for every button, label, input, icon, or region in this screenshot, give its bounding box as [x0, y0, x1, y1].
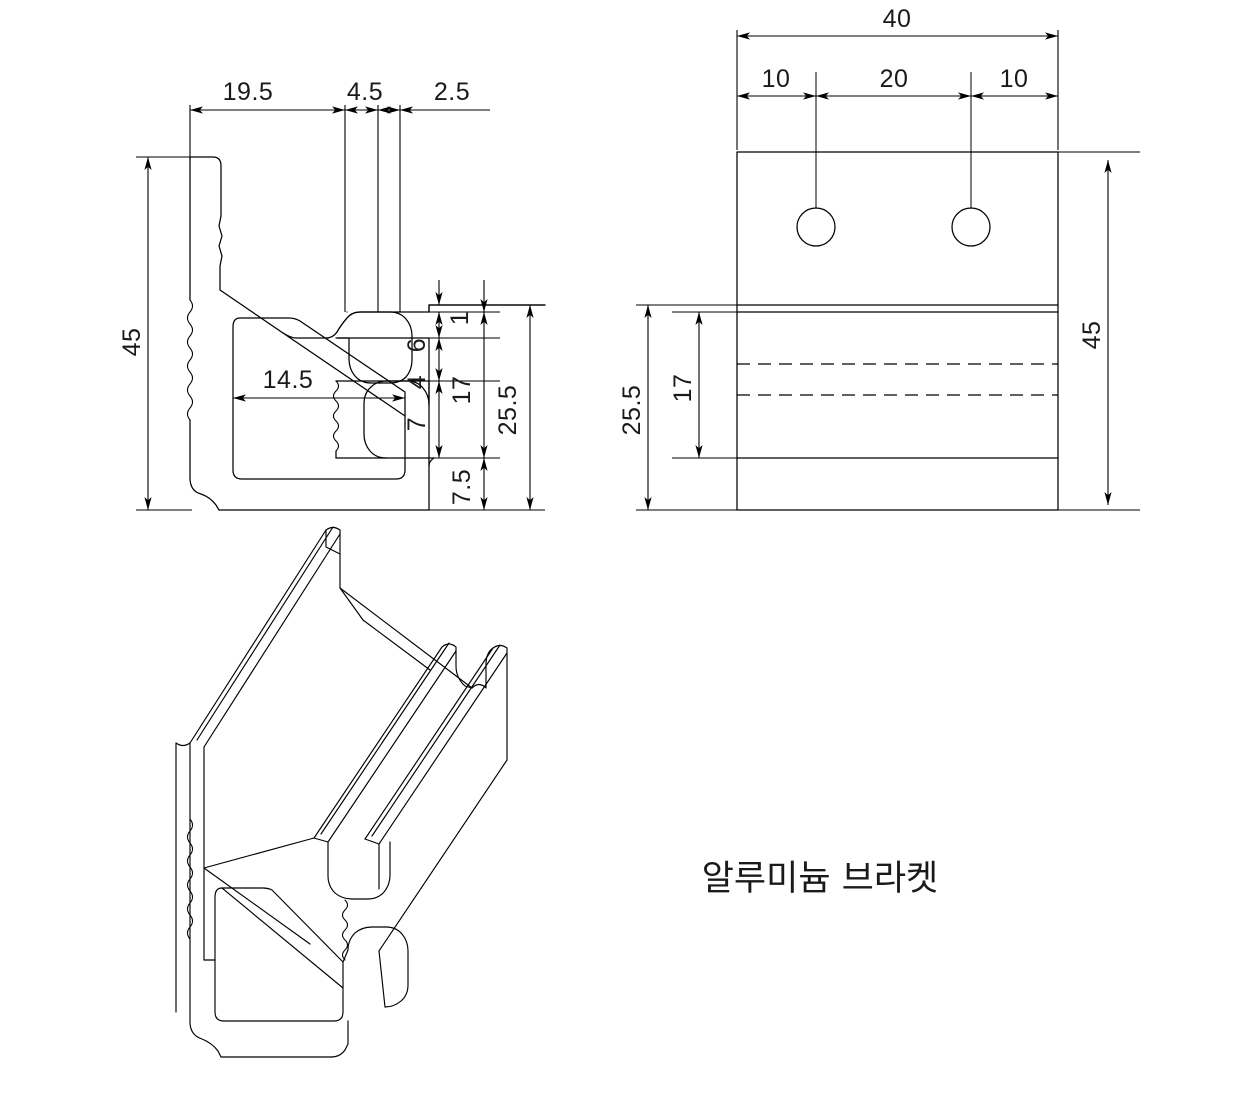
hole-left: [796, 207, 836, 247]
section-chamber-width-dimension: 14.5: [233, 366, 405, 402]
dim-45-right: 45: [1078, 321, 1106, 350]
section-profile-outline: [186, 156, 546, 511]
dim-1: 1: [446, 311, 474, 325]
hole-right: [951, 207, 991, 247]
dim-6: 6: [403, 338, 431, 352]
front-width-dimension: 40: [736, 5, 1059, 150]
dim-25-5-left: 25.5: [494, 385, 522, 436]
front-hidden-slot-lines: [737, 363, 1058, 396]
dim-10-left: 10: [762, 65, 791, 93]
dim-45-left: 45: [118, 328, 146, 357]
dim-14-5: 14.5: [263, 366, 314, 394]
dim-40: 40: [883, 5, 912, 33]
section-height-dimension: 45: [118, 156, 192, 511]
front-body-outline: [736, 151, 1059, 511]
section-view: 19.5 4.5 2.5 45 14.5: [118, 78, 546, 511]
drawing-title-label: 알루미늄 브라켓: [702, 859, 939, 899]
iso-flange: [175, 526, 364, 1023]
section-vertical-dimension-chain: 1 6 4 7 17 7.5 25.5: [403, 280, 545, 511]
dim-17-left: 17: [448, 376, 476, 405]
dim-19-5: 19.5: [223, 78, 274, 106]
front-mounting-holes: [796, 207, 991, 247]
front-left-dimensions: 25.5 17: [618, 304, 740, 511]
iso-front-face-profile: [186, 818, 409, 1058]
dim-25-5-right: 25.5: [618, 385, 646, 436]
iso-view: [175, 526, 508, 1058]
dim-2-5: 2.5: [434, 78, 470, 106]
dim-4-5: 4.5: [347, 78, 383, 106]
dim-17-right: 17: [669, 374, 697, 403]
dim-10-right: 10: [1000, 65, 1029, 93]
iso-top-web: [339, 587, 473, 689]
iso-head: [313, 642, 508, 952]
front-hole-spacing-chain: 10 20 10: [737, 65, 1058, 100]
dim-4: 4: [403, 375, 431, 389]
dim-7-5: 7.5: [448, 469, 476, 505]
front-view: 40 10 20 10 25.5 17 45: [618, 5, 1140, 511]
dim-20: 20: [880, 65, 909, 93]
dim-7: 7: [403, 417, 431, 431]
section-top-dimension-chain: 19.5 4.5 2.5: [189, 78, 490, 312]
front-height-dimension: 45: [1056, 151, 1140, 511]
